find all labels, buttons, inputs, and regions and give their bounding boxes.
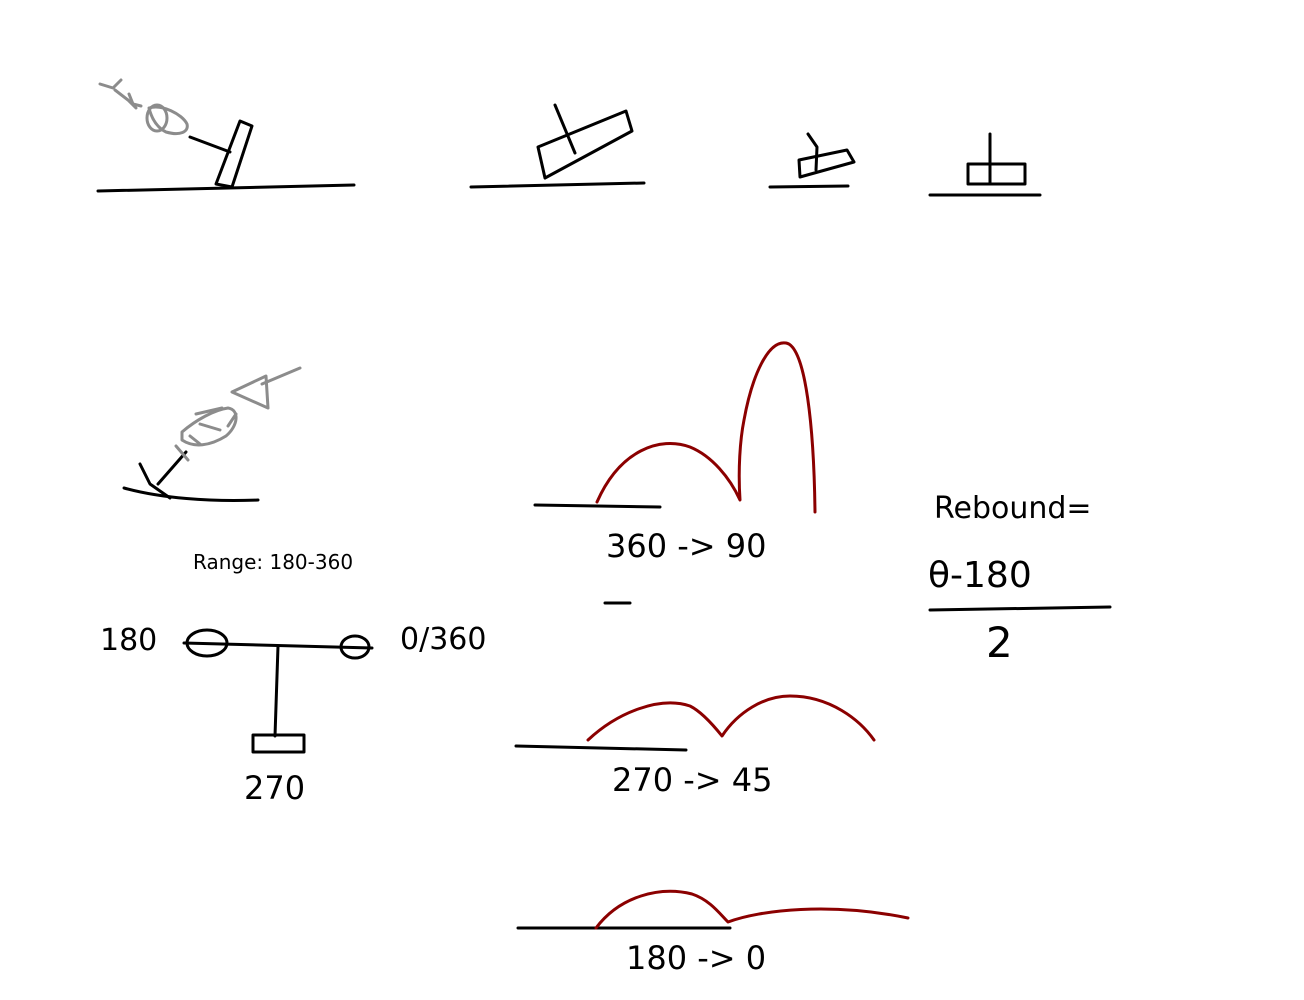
bounce-diagram-270	[514, 694, 876, 752]
range-label: Range: 180-360	[193, 550, 354, 574]
impact-sketch-1	[96, 78, 356, 193]
bounce-diagram-180	[516, 889, 910, 930]
angled-impact-sketch	[122, 366, 302, 502]
rebound-label: Rebound=	[934, 491, 1092, 526]
angle-diagram	[182, 628, 374, 754]
bounce-diagram-360	[533, 341, 817, 514]
impact-sketch-4	[928, 132, 1042, 197]
angle-0-360-label: 0/360	[400, 622, 487, 657]
angle-180-label: 180	[100, 623, 158, 658]
formula-numerator: θ-180	[928, 555, 1032, 596]
angle-270-label: 270	[244, 769, 306, 807]
impact-sketch-2	[469, 103, 646, 189]
impact-sketch-3	[768, 132, 856, 189]
rebound-formula-lines	[928, 605, 1112, 612]
bounce-180-label: 180 -> 0	[626, 939, 767, 977]
bounce-360-label: 360 -> 90	[606, 527, 767, 565]
formula-denominator: 2	[986, 618, 1013, 667]
bounce-270-label: 270 -> 45	[612, 761, 773, 799]
